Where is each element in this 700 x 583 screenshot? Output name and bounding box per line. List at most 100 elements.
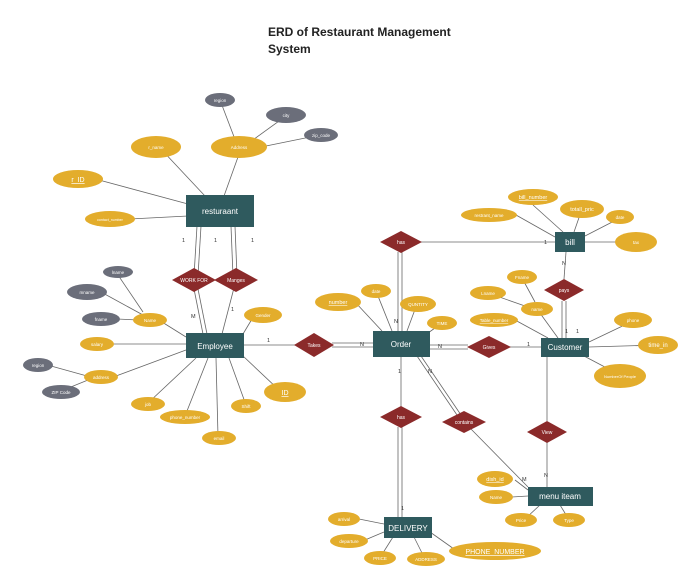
cardinality-order-1: 1 bbox=[398, 369, 401, 375]
attr-job: job bbox=[131, 397, 165, 411]
attr-address-employee: address bbox=[84, 370, 118, 384]
attr-address-restaurant: Address bbox=[211, 136, 267, 158]
svg-text:number: number bbox=[329, 300, 348, 306]
svg-text:salary: salary bbox=[91, 342, 104, 347]
attr-r-id: r_ID bbox=[53, 170, 103, 188]
attr-tax: tax bbox=[615, 232, 657, 252]
cardinality-emp-1: 1 bbox=[231, 307, 234, 313]
relationship-view: View bbox=[527, 421, 567, 443]
attr-region-restaurant: region bbox=[205, 93, 235, 107]
cardinality-has-1: 1 bbox=[544, 240, 547, 246]
svg-text:fname: fname bbox=[95, 317, 108, 322]
svg-text:mname: mname bbox=[79, 290, 95, 295]
attr-price-delivery: PRICE bbox=[364, 551, 396, 565]
svg-text:job: job bbox=[144, 402, 152, 407]
entity-employee-label: Employee bbox=[197, 342, 233, 351]
entity-delivery-label: DELIVERY bbox=[388, 524, 428, 533]
cardinality-work-for-m: M bbox=[191, 314, 196, 320]
attr-email: email bbox=[202, 431, 236, 445]
svg-text:ID: ID bbox=[282, 390, 289, 397]
svg-text:restrant_name: restrant_name bbox=[474, 213, 504, 218]
svg-text:date: date bbox=[372, 289, 381, 294]
attr-number-of-people: NumberOf People bbox=[594, 364, 646, 388]
entity-delivery: DELIVERY bbox=[384, 517, 432, 538]
svg-text:tax: tax bbox=[633, 240, 640, 245]
attr-bill-number: bill_number bbox=[508, 189, 558, 205]
relationship-contains: contains bbox=[442, 411, 486, 433]
entity-customer: Customer bbox=[541, 338, 589, 357]
entity-menu-item: menu iteam bbox=[528, 487, 593, 506]
relationship-has-delivery: has bbox=[380, 406, 422, 428]
attr-region-employee: region bbox=[23, 358, 53, 372]
cardinality-work-for-1: 1 bbox=[182, 238, 185, 244]
svg-text:totall_pric: totall_pric bbox=[570, 207, 594, 213]
cardinality-manges-1a: 1 bbox=[214, 238, 217, 244]
attr-quntity: QUNTITY bbox=[400, 296, 436, 312]
svg-text:PHONE_NUMBER: PHONE_NUMBER bbox=[465, 549, 524, 556]
svg-text:Address: Address bbox=[231, 145, 248, 150]
svg-text:r_ID: r_ID bbox=[71, 177, 84, 184]
attr-total-price: totall_pric bbox=[560, 200, 604, 218]
cardinality-has-n: N bbox=[394, 319, 398, 325]
attr-name-customer: name bbox=[521, 302, 553, 316]
title-line-1: ERD of Restaurant Management bbox=[268, 25, 451, 39]
title-line-2: System bbox=[268, 42, 311, 56]
relationship-has-delivery-label: has bbox=[397, 415, 406, 421]
svg-text:QUNTITY: QUNTITY bbox=[408, 302, 428, 307]
relationship-takes-label: Takes bbox=[307, 343, 321, 349]
svg-text:address: address bbox=[93, 375, 110, 380]
cardinality-pays-1: 1 bbox=[576, 329, 579, 335]
svg-text:Shift: Shift bbox=[241, 404, 251, 409]
svg-text:phone_number: phone_number bbox=[170, 415, 201, 420]
cardinality-takes-n: N bbox=[360, 342, 364, 348]
relationship-manages: Manges bbox=[214, 268, 258, 292]
entity-bill-label: bill bbox=[565, 238, 575, 247]
attr-city: city bbox=[266, 107, 306, 123]
relationship-manages-label: Manges bbox=[227, 278, 245, 284]
relationship-view-label: View bbox=[542, 430, 553, 436]
cardinality-manges-1b: 1 bbox=[251, 238, 254, 244]
attr-date-order: date bbox=[361, 284, 391, 298]
relationship-gives-label: Gives bbox=[483, 345, 496, 351]
svg-text:name: name bbox=[531, 307, 543, 312]
attr-name-employee: Name bbox=[133, 313, 167, 327]
svg-text:arrival: arrival bbox=[338, 517, 350, 522]
entity-restaurant-label: resturaant bbox=[202, 207, 239, 216]
attr-date-bill: date bbox=[606, 210, 634, 224]
cardinality-gives-1: 1 bbox=[527, 342, 530, 348]
attr-table-number: Table_number bbox=[470, 313, 518, 327]
cardinality-gives-n: N bbox=[438, 344, 442, 350]
relationship-contains-label: contains bbox=[455, 420, 474, 426]
svg-text:lname: lname bbox=[112, 270, 125, 275]
attr-salary: salary bbox=[80, 337, 114, 351]
svg-text:Name: Name bbox=[144, 318, 157, 323]
svg-text:ZIP Code: ZIP Code bbox=[52, 390, 71, 395]
attr-lname-customer: Lname bbox=[470, 286, 506, 300]
cardinality-pays-n: N bbox=[562, 261, 566, 267]
attr-id-employee: ID bbox=[264, 382, 306, 402]
svg-text:region: region bbox=[214, 98, 227, 103]
svg-text:Table_number: Table_number bbox=[480, 318, 509, 323]
svg-text:Type: Type bbox=[564, 518, 574, 523]
relationship-pays-label: pays bbox=[559, 288, 570, 294]
svg-text:email: email bbox=[214, 436, 225, 441]
svg-text:zip_code: zip_code bbox=[312, 133, 331, 138]
svg-text:Fname: Fname bbox=[515, 275, 530, 280]
attr-r-name: r_name bbox=[131, 136, 181, 158]
attr-mname: mname bbox=[67, 284, 107, 300]
cardinality-deliv-1: 1 bbox=[401, 506, 404, 512]
svg-text:ADDRESS: ADDRESS bbox=[415, 557, 437, 562]
entity-employee: Employee bbox=[186, 333, 244, 358]
attr-shift: Shift bbox=[231, 399, 261, 413]
attr-phone-number-employee: phone_number bbox=[160, 410, 210, 424]
relationship-work-for-label: WORK FOR bbox=[180, 278, 208, 284]
entity-order-label: Order bbox=[391, 340, 412, 349]
attr-dish-id: dish_id bbox=[477, 471, 513, 487]
relationship-takes: Takes bbox=[294, 333, 334, 357]
cardinality-takes-1: 1 bbox=[267, 338, 270, 344]
attr-phone-customer: phone bbox=[614, 312, 652, 328]
relationship-gives: Gives bbox=[467, 336, 511, 358]
svg-text:city: city bbox=[283, 113, 291, 118]
attr-fname: fname bbox=[82, 312, 120, 326]
